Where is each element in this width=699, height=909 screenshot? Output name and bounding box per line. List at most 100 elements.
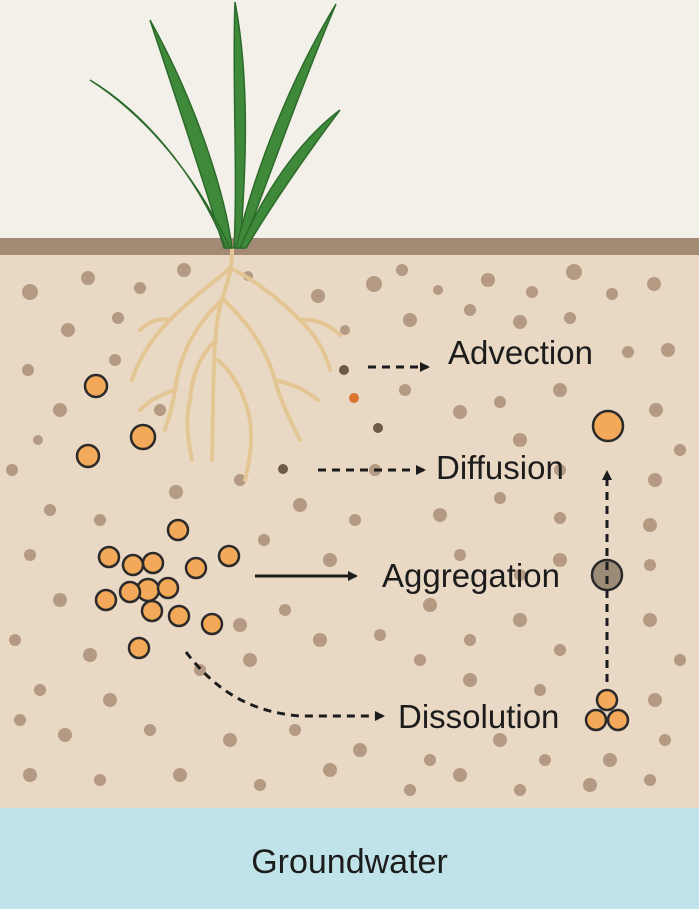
soil-grain — [648, 473, 662, 487]
particle — [184, 556, 208, 580]
soil-grain — [513, 433, 527, 447]
soil-grain — [366, 276, 382, 292]
soil-grain — [14, 714, 26, 726]
soil-grain — [603, 753, 617, 767]
soil-grain — [554, 644, 566, 656]
advection-label: Advection — [448, 334, 593, 371]
soil-grain — [674, 654, 686, 666]
soil-grain — [513, 315, 527, 329]
soil-grain — [606, 288, 618, 300]
soil-grain — [349, 514, 361, 526]
soil-grain — [643, 613, 657, 627]
soil-surface — [0, 238, 699, 255]
soil-grain — [103, 693, 117, 707]
sky-background — [0, 0, 699, 240]
soil-grain — [61, 323, 75, 337]
particle — [94, 588, 118, 612]
soil-grain — [396, 264, 408, 276]
soil-grain — [144, 724, 156, 736]
dissolved-particle — [373, 423, 383, 433]
soil-grain — [6, 464, 18, 476]
soil-grain — [44, 504, 56, 516]
soil-grain — [254, 779, 266, 791]
soil-grain — [24, 549, 36, 561]
particle — [156, 576, 180, 600]
soil-grain — [53, 403, 67, 417]
soil-grain — [243, 653, 257, 667]
soil-grain — [454, 549, 466, 561]
particle — [591, 409, 625, 443]
soil-grain — [112, 312, 124, 324]
particle — [141, 551, 165, 575]
particle — [166, 518, 190, 542]
soil-grain — [564, 312, 576, 324]
soil-grain — [453, 405, 467, 419]
soil-grain — [494, 492, 506, 504]
particle — [200, 612, 224, 636]
soil-grain — [554, 512, 566, 524]
soil-grain — [644, 559, 656, 571]
soil-grain — [81, 271, 95, 285]
soil-grain — [423, 598, 437, 612]
soil-grain — [33, 435, 43, 445]
soil-grain — [279, 604, 291, 616]
plant-leaves — [89, 1, 341, 249]
process-arrows — [184, 362, 612, 721]
leaf — [235, 3, 337, 249]
soil-grain — [534, 684, 546, 696]
soil-grain — [313, 633, 327, 647]
soil-grain — [323, 763, 337, 777]
soil-grain — [526, 286, 538, 298]
soil-grain — [94, 774, 106, 786]
soil-grain — [154, 404, 166, 416]
particle-cluster — [94, 518, 241, 660]
soil-grain — [403, 313, 417, 327]
particle — [140, 599, 164, 623]
soil-grain — [464, 634, 476, 646]
soil-grain — [109, 354, 121, 366]
soil-grain — [433, 285, 443, 295]
soil-grain — [514, 569, 526, 581]
soil-grain — [173, 768, 187, 782]
soil-grain — [353, 743, 367, 757]
leaf — [89, 79, 232, 249]
soil-grain — [83, 648, 97, 662]
soil-grain — [513, 613, 527, 627]
soil-grain — [399, 384, 411, 396]
soil-grain — [134, 282, 146, 294]
particle — [217, 544, 241, 568]
groundwater-label: Groundwater — [251, 843, 448, 881]
soil-grain — [433, 508, 447, 522]
soil-grain — [649, 403, 663, 417]
soil-grain — [453, 768, 467, 782]
soil-grain — [674, 444, 686, 456]
soil-grain — [258, 534, 270, 546]
diffusion-label: Diffusion — [436, 449, 564, 486]
soil-grain — [494, 396, 506, 408]
particle — [75, 443, 101, 469]
particle — [83, 373, 109, 399]
soil-grain — [553, 553, 567, 567]
groundwater-layer — [0, 808, 699, 909]
particle — [584, 708, 608, 732]
particle — [127, 636, 151, 660]
particle — [97, 545, 121, 569]
soil-grain — [34, 684, 46, 696]
leaf — [238, 109, 341, 249]
soil-grain — [169, 485, 183, 499]
soil-grain — [94, 514, 106, 526]
soil-particles — [6, 263, 686, 796]
particle — [121, 553, 145, 577]
soil-grain — [23, 768, 37, 782]
dissolution-arrow — [184, 651, 385, 721]
soil-grain — [493, 733, 507, 747]
soil-grain — [583, 778, 597, 792]
soil-grain — [661, 343, 675, 357]
dissolved-particle — [278, 464, 288, 474]
soil-grain — [311, 289, 325, 303]
soil-grain — [340, 325, 350, 335]
aggregation-label: Aggregation — [382, 557, 560, 594]
free-particles — [75, 373, 157, 469]
soil-grain — [659, 734, 671, 746]
